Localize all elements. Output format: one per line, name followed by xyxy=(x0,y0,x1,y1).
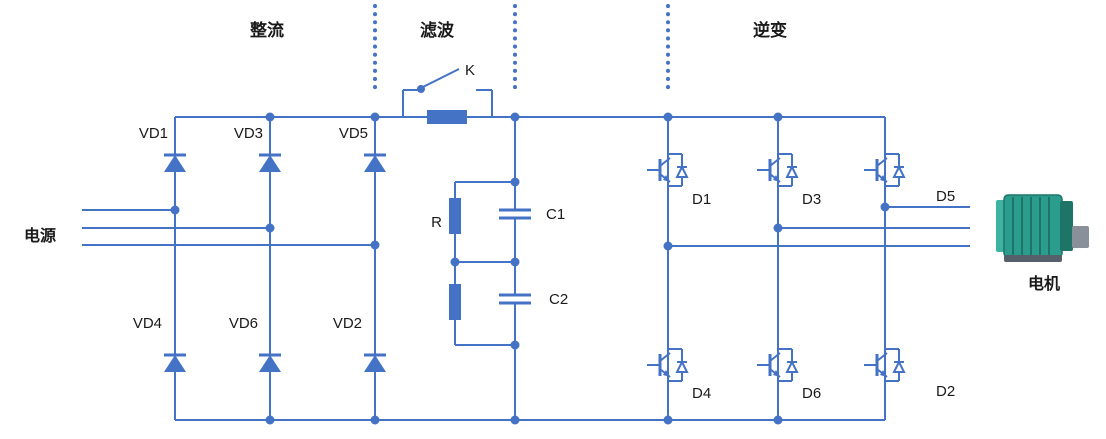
diode-vd2-label: VD2 xyxy=(333,315,362,332)
section-label-rectifier: 整流 xyxy=(250,20,284,40)
diode-vd4-symbol xyxy=(162,353,188,374)
capacitor-c1-symbol xyxy=(497,208,533,220)
motor-icon xyxy=(996,194,1089,262)
power-source-label: 电源 xyxy=(24,226,56,245)
diode-vd3-label: VD3 xyxy=(234,125,263,142)
igbt-d4-label: D4 xyxy=(692,385,711,402)
igbt-d3-label: D3 xyxy=(802,191,821,208)
igbt-d1-label: D1 xyxy=(692,191,711,208)
igbt-d2-label: D2 xyxy=(936,383,955,400)
diode-vd1-symbol xyxy=(162,153,188,174)
diode-vd5-symbol xyxy=(362,153,388,174)
inverter-section: D1 D3 D5 D4 D6 D2 xyxy=(645,117,970,420)
junction-dots xyxy=(170,112,890,425)
filter-section: K C1 C2 R xyxy=(402,62,568,420)
capacitor-c2-label: C2 xyxy=(549,291,568,308)
igbt-d6-label: D6 xyxy=(802,385,821,402)
igbt-d5-label: D5 xyxy=(936,188,955,205)
capacitor-c1-label: C1 xyxy=(546,206,565,223)
balance-resistor-bottom xyxy=(449,284,461,320)
three-phase-input-wires xyxy=(82,209,375,246)
bypass-switch xyxy=(402,68,493,117)
diode-vd6-symbol xyxy=(257,353,283,374)
capacitor-c2-symbol xyxy=(497,293,533,305)
diode-vd1-label: VD1 xyxy=(139,125,168,142)
rectifier-legs xyxy=(174,117,376,420)
diode-vd6-label: VD6 xyxy=(229,315,258,332)
bypass-switch-label: K xyxy=(465,62,475,79)
section-label-filter: 滤波 xyxy=(420,20,455,40)
motor-output-wires xyxy=(668,206,970,247)
diode-vd5-label: VD5 xyxy=(339,125,368,142)
section-dividers xyxy=(373,4,670,94)
dc-bus-wires xyxy=(175,116,885,421)
inverter-legs xyxy=(667,117,886,420)
section-label-inverter: 逆变 xyxy=(753,20,787,40)
diode-vd2-symbol xyxy=(362,353,388,374)
diode-vd3-symbol xyxy=(257,153,283,174)
balance-resistor-top xyxy=(449,198,461,234)
motor-label: 电机 xyxy=(1028,274,1060,293)
balance-resistor-label: R xyxy=(431,214,442,231)
diode-vd4-label: VD4 xyxy=(133,315,162,332)
precharge-resistor xyxy=(427,110,467,124)
rectifier-section: VD1 VD3 VD5 VD4 VD6 VD2 xyxy=(82,117,388,420)
